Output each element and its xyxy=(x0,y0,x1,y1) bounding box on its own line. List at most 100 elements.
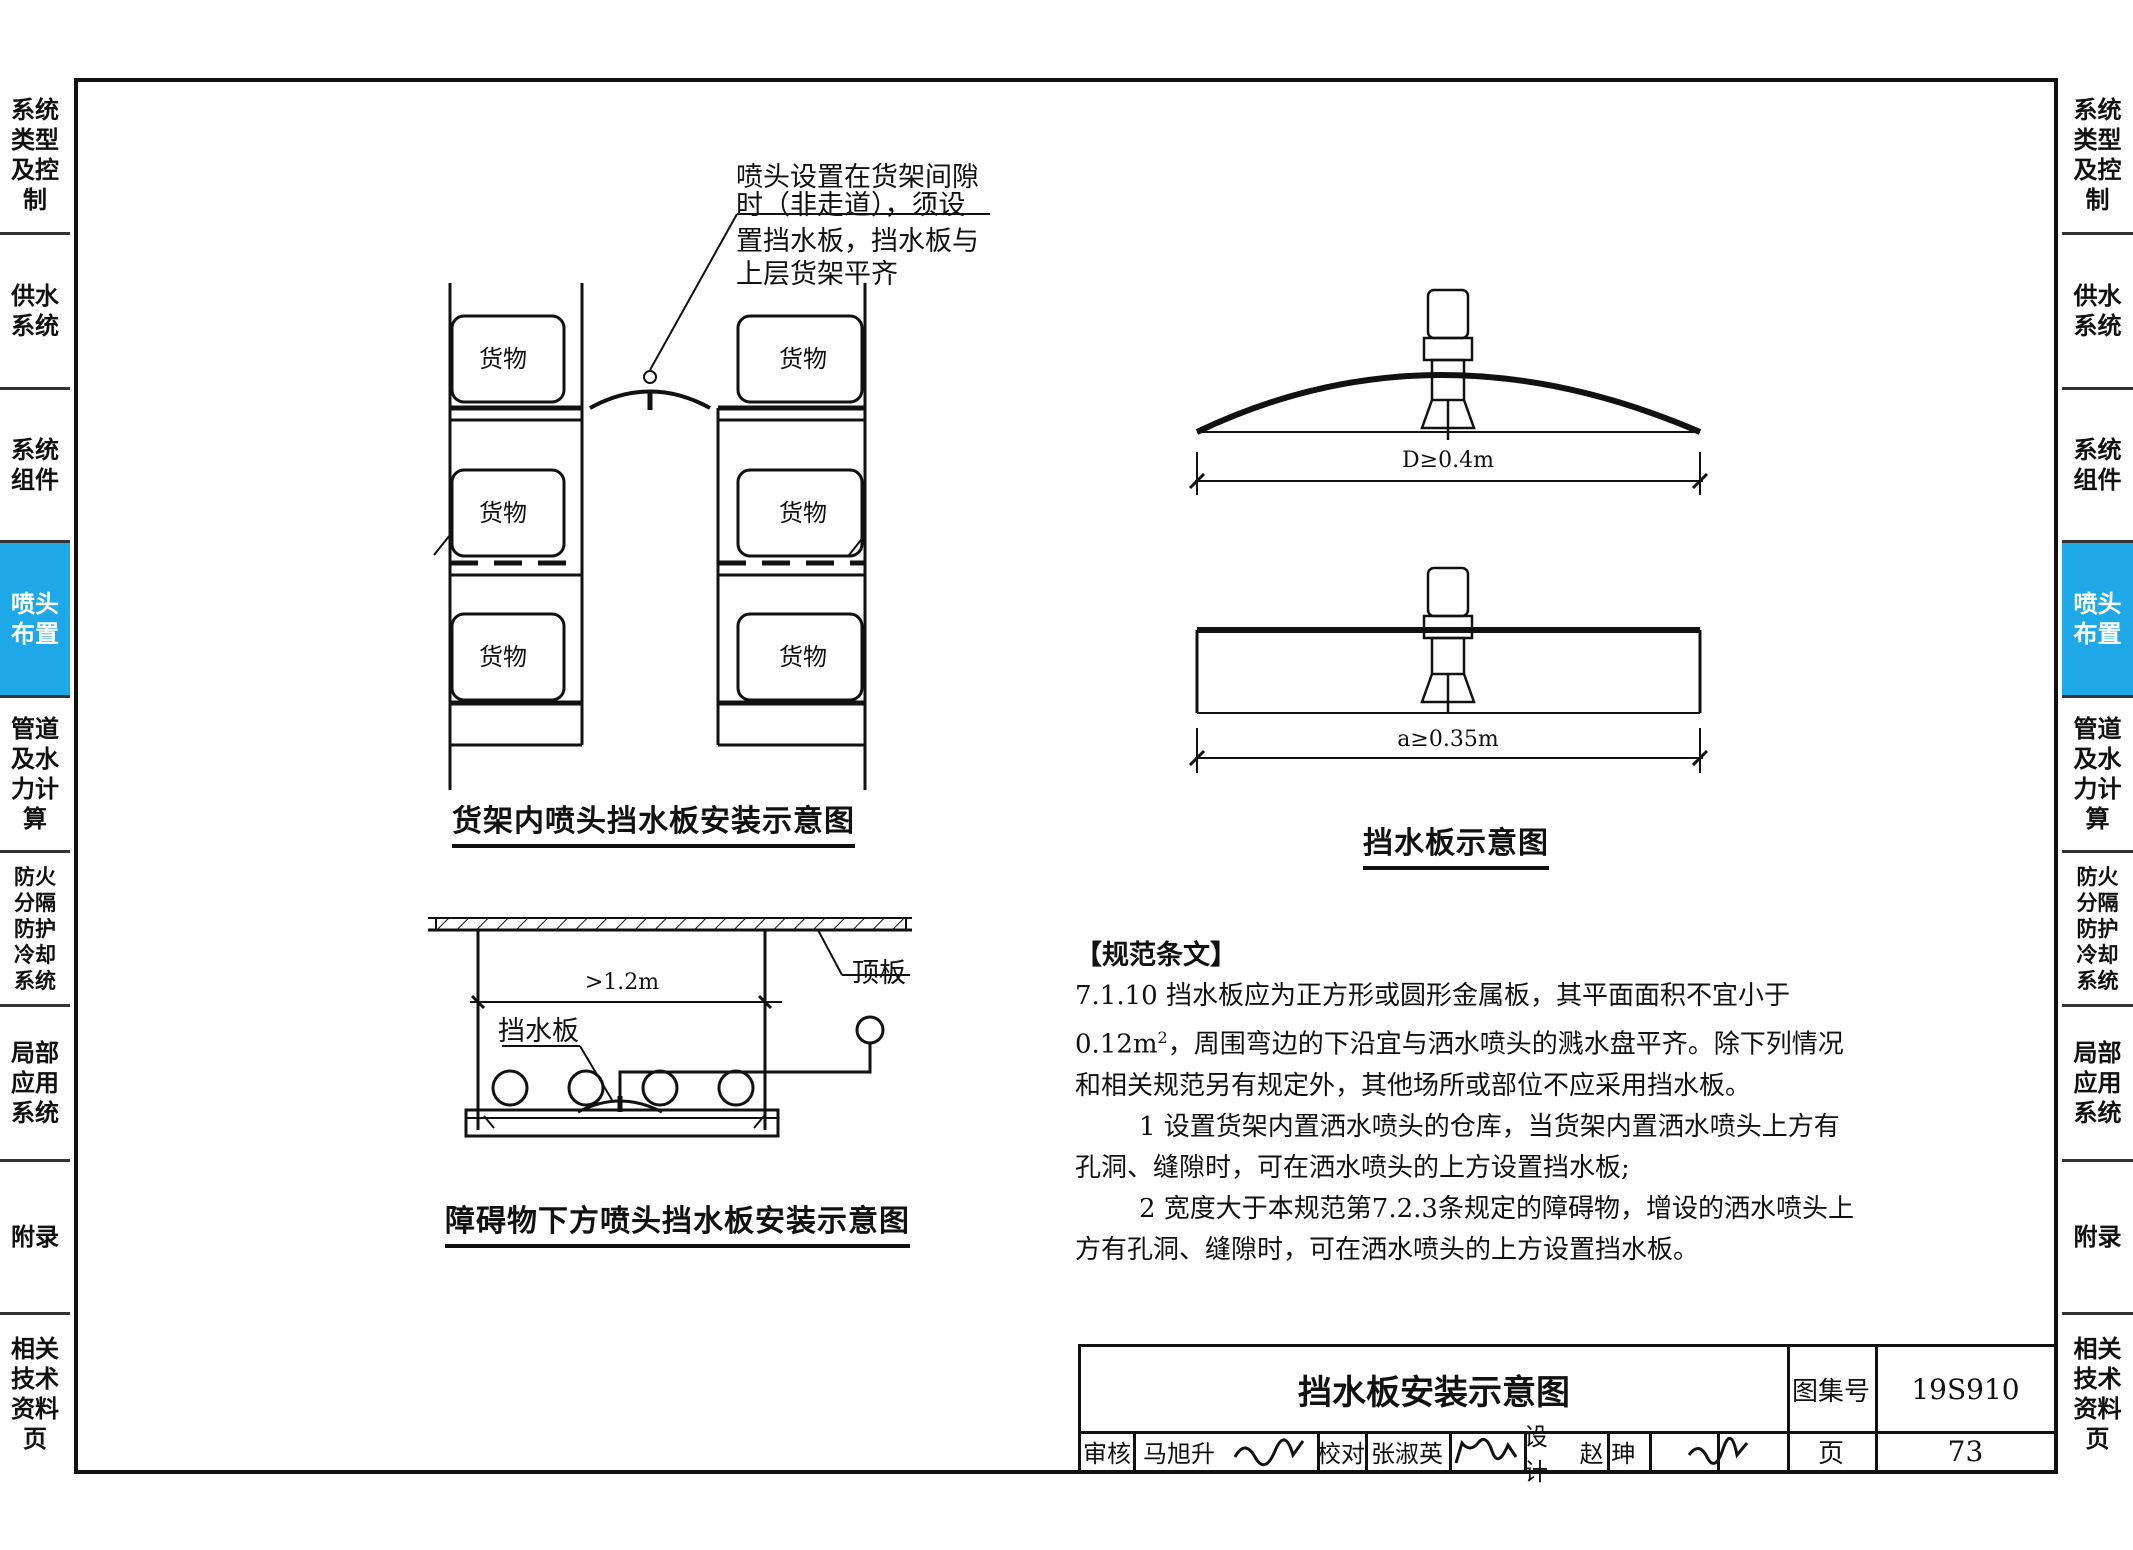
left-tab-label: 系统组件 xyxy=(11,436,59,494)
tb-vline xyxy=(1787,1347,1790,1472)
right-tab-label: 供水系统 xyxy=(2073,282,2122,340)
right-tab-label: 系统类型及控制 xyxy=(2073,96,2122,214)
right-tab-label: 系统组件 xyxy=(2073,436,2122,494)
page-number: 73 xyxy=(1947,1435,1984,1468)
designer-name: 赵 珅 xyxy=(1579,1440,1636,1468)
left-tab-5[interactable]: 防火分隔防护冷却系统 xyxy=(0,853,70,1007)
obstruction-diagram xyxy=(428,917,912,1138)
goods-label: 货物 xyxy=(479,499,527,527)
right-tab-3[interactable]: 喷头布置 xyxy=(2062,543,2133,698)
baffle-label: 挡水板 xyxy=(498,1016,579,1047)
tb-vline xyxy=(1365,1431,1368,1472)
checker-name: 张淑英 xyxy=(1371,1440,1443,1468)
left-tab-label: 管道及水力计算 xyxy=(11,715,59,833)
right-tab-label: 附录 xyxy=(2073,1223,2122,1251)
review-label: 审核 xyxy=(1083,1440,1131,1468)
left-tab-label: 供水系统 xyxy=(11,282,59,340)
left-tab-7[interactable]: 附录 xyxy=(0,1162,70,1315)
right-tab-7[interactable]: 附录 xyxy=(2062,1162,2133,1315)
designer-signature xyxy=(1649,1431,1787,1472)
baffle-diagram xyxy=(1188,288,1709,773)
right-tab-label: 管道及水力计算 xyxy=(2073,715,2122,833)
drawing-frame xyxy=(74,78,2058,1474)
atlas-number: 19S910 xyxy=(1911,1372,2020,1406)
right-tab-6[interactable]: 局部应用系统 xyxy=(2062,1007,2133,1162)
atlas-label: 图集号 xyxy=(1791,1376,1870,1407)
title-block: 挡水板安装示意图 图集号 19S910 页 73 审核 马旭升 校对 张淑英 设… xyxy=(1078,1344,2056,1486)
left-tab-label: 相关技术资料页 xyxy=(11,1334,59,1453)
left-tab-4[interactable]: 管道及水力计算 xyxy=(0,698,70,853)
left-tab-6[interactable]: 局部应用系统 xyxy=(0,1007,70,1162)
spec-para-2: 1 设置货架内置洒水喷头的仓库，当货架内置洒水喷头上方有孔洞、缝隙时，可在洒水喷… xyxy=(1075,1111,1840,1183)
caption-underline xyxy=(445,1244,910,1248)
right-tab-label: 喷头布置 xyxy=(2073,590,2122,648)
spec-heading: 【规范条文】 xyxy=(1075,940,1237,971)
right-tab-4[interactable]: 管道及水力计算 xyxy=(2062,698,2133,853)
spec-sup: 2 xyxy=(1157,1028,1168,1047)
signature-scribble xyxy=(1454,1437,1517,1463)
dim-spacing: >1.2m xyxy=(585,970,659,995)
design-label: 设计 xyxy=(1524,1422,1548,1486)
right-tab-1[interactable]: 供水系统 xyxy=(2062,235,2133,390)
right-tab-label: 防火分隔防护冷却系统 xyxy=(2076,864,2119,993)
drawing-title: 挡水板安装示意图 xyxy=(1298,1372,1570,1413)
left-tab-label: 系统类型及控制 xyxy=(11,96,59,214)
tb-vline xyxy=(1717,1431,1720,1472)
caption-obstruction: 障碍物下方喷头挡水板安装示意图 xyxy=(445,1196,910,1248)
tb-vline xyxy=(1649,1431,1652,1472)
goods-label: 货物 xyxy=(479,643,527,671)
ceiling-label: 顶板 xyxy=(852,958,906,989)
tb-hline xyxy=(1081,1431,2056,1434)
page-label: 页 xyxy=(1817,1439,1844,1469)
dim-dome: D≥0.4m xyxy=(1402,448,1494,473)
left-tab-label: 防火分隔防护冷却系统 xyxy=(14,864,56,993)
right-tab-label: 局部应用系统 xyxy=(2073,1039,2122,1127)
caption-baffle: 挡水板示意图 xyxy=(1363,818,1549,870)
caption-obstruction-text: 障碍物下方喷头挡水板安装示意图 xyxy=(445,1204,910,1239)
tb-vline xyxy=(1317,1431,1320,1472)
left-tab-0[interactable]: 系统类型及控制 xyxy=(0,78,70,235)
rack-diagram xyxy=(433,213,990,790)
right-tab-0[interactable]: 系统类型及控制 xyxy=(2062,78,2133,235)
spec-para-3: 2 宽度大于本规范第7.2.3条规定的障碍物，增设的洒水喷头上方有孔洞、缝隙时，… xyxy=(1075,1193,1854,1265)
tb-vline xyxy=(1875,1347,1878,1472)
baffle-dims: D≥0.4m a≥0.35m xyxy=(1397,448,1499,752)
signature-scribble xyxy=(1687,1436,1749,1465)
note-line: 置挡水板，挡水板与 xyxy=(736,226,979,257)
caption-baffle-text: 挡水板示意图 xyxy=(1363,826,1549,861)
left-tab-label: 喷头布置 xyxy=(11,590,59,648)
spec-para-1: 7.1.10 挡水板应为正方形或圆形金属板，其平面面积不宜小于0.12m2，周围… xyxy=(1075,976,1855,1107)
note-line: 喷头设置在货架间隙 xyxy=(736,162,979,193)
goods-label: 货物 xyxy=(479,345,527,373)
note-line: 时（非走道），须设 xyxy=(736,190,966,221)
obstruction-labels: >1.2m 顶板 挡水板 xyxy=(498,958,906,1047)
caption-rack-text: 货架内喷头挡水板安装示意图 xyxy=(452,804,855,839)
caption-underline xyxy=(452,844,855,848)
tb-vline xyxy=(1449,1431,1452,1472)
caption-underline xyxy=(1363,866,1549,870)
left-tab-8[interactable]: 相关技术资料页 xyxy=(0,1315,70,1472)
check-label: 校对 xyxy=(1317,1440,1365,1468)
right-tab-label: 相关技术资料页 xyxy=(2073,1334,2122,1453)
tb-vline xyxy=(1133,1431,1136,1472)
left-tab-label: 附录 xyxy=(11,1223,59,1251)
right-tab-2[interactable]: 系统组件 xyxy=(2062,390,2133,543)
caption-rack: 货架内喷头挡水板安装示意图 xyxy=(452,796,855,848)
reviewer-name: 马旭升 xyxy=(1143,1440,1215,1468)
left-tab-2[interactable]: 系统组件 xyxy=(0,390,70,543)
checker-signature xyxy=(1449,1431,1524,1472)
sprinkler-head-upper xyxy=(1420,288,1476,440)
goods-label: 货物 xyxy=(779,499,827,527)
tb-vline xyxy=(1607,1431,1610,1472)
right-tab-8[interactable]: 相关技术资料页 xyxy=(2062,1315,2133,1472)
rack-note: 喷头设置在货架间隙 时（非走道），须设 置挡水板，挡水板与 上层货架平齐 xyxy=(736,162,979,290)
signature-scribble xyxy=(1233,1438,1305,1466)
left-tab-1[interactable]: 供水系统 xyxy=(0,235,70,390)
spec-para-1b: ，周围弯边的下沿宜与洒水喷头的溅水盘平齐。除下列情况和相关规范另有规定外，其他场… xyxy=(1075,1029,1844,1101)
right-tab-5[interactable]: 防火分隔防护冷却系统 xyxy=(2062,853,2133,1007)
tb-vline xyxy=(1524,1431,1527,1472)
goods-label: 货物 xyxy=(779,643,827,671)
left-tab-3[interactable]: 喷头布置 xyxy=(0,543,70,698)
note-line: 上层货架平齐 xyxy=(736,259,898,290)
